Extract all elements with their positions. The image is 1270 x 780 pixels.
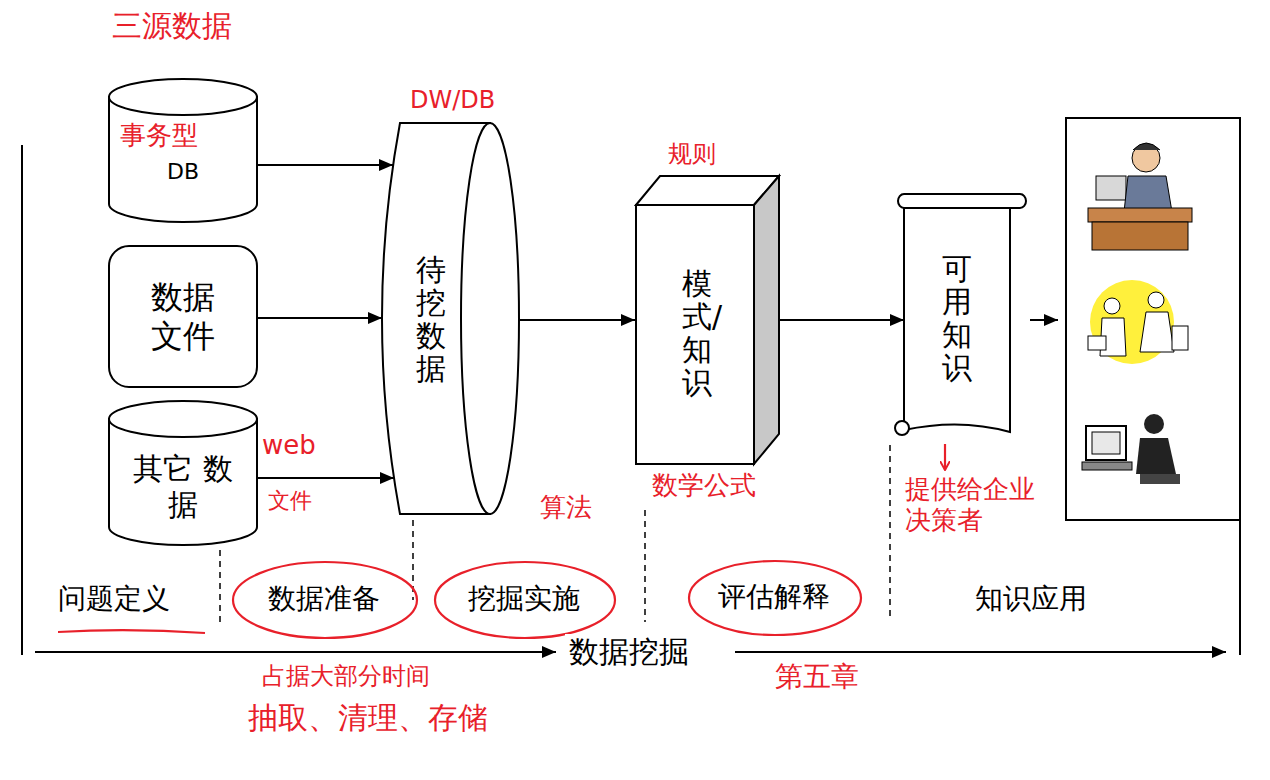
store-cylinder-outline [372, 122, 520, 515]
handwritten-note: 事务型 [120, 120, 198, 151]
handwritten-note: 文件 [268, 488, 312, 514]
arrow-to-users [1030, 319, 1058, 321]
handwritten-note: web [262, 430, 316, 461]
meeting-icon [1088, 280, 1188, 364]
flow-arrow [780, 319, 904, 321]
handwritten-note: 提供给企业 决策者 [905, 474, 1055, 536]
desk-person-icon [1088, 143, 1192, 250]
flow-arrow [258, 317, 382, 319]
data-cylinder: 其它 数据 [108, 400, 258, 545]
stage-label: 评估解释 [718, 580, 830, 614]
node-text: DB [167, 159, 199, 185]
node-text: 可用知识 [942, 252, 972, 384]
handwritten-note: 第五章 [775, 660, 859, 694]
people-panel [1066, 118, 1240, 520]
stage-label: 知识应用 [975, 582, 1087, 616]
process-label: 数据挖掘 [565, 634, 693, 670]
handwritten-note: 抽取、清理、存储 [248, 700, 488, 736]
process-arrow [735, 651, 1226, 653]
node-text: 其它 数据 [133, 451, 233, 523]
pattern-box: 模式/知识 [635, 175, 780, 465]
knowledge-scroll: 可用知识 [890, 190, 1030, 440]
handwritten-note: 数学公式 [652, 470, 756, 501]
frame-line [21, 145, 23, 655]
flow-arrow [258, 477, 394, 479]
flow-arrow [258, 164, 393, 166]
process-arrow [35, 651, 556, 653]
handwritten-note: DW/DB [410, 86, 495, 115]
handwritten-note: 算法 [540, 492, 592, 523]
stage-label: 数据准备 [268, 582, 380, 616]
handwritten-note: 占据大部分时间 [262, 662, 430, 691]
stage-divider [220, 445, 890, 625]
handwritten-note: 规则 [668, 140, 716, 169]
node-text: 数据 文件 [133, 278, 233, 355]
computer-user-icon [1082, 414, 1180, 484]
handwritten-note: 三源数据 [112, 8, 232, 44]
stage-label: 挖掘实施 [468, 582, 580, 616]
flow-arrow [520, 319, 635, 321]
file-box: 数据 文件 [108, 245, 258, 388]
store-cylinder: 待挖数据 [372, 122, 520, 515]
stage-label: 问题定义 [58, 582, 170, 616]
node-text: 模式/知识 [682, 267, 712, 399]
node-text: 待挖数据 [416, 253, 446, 385]
